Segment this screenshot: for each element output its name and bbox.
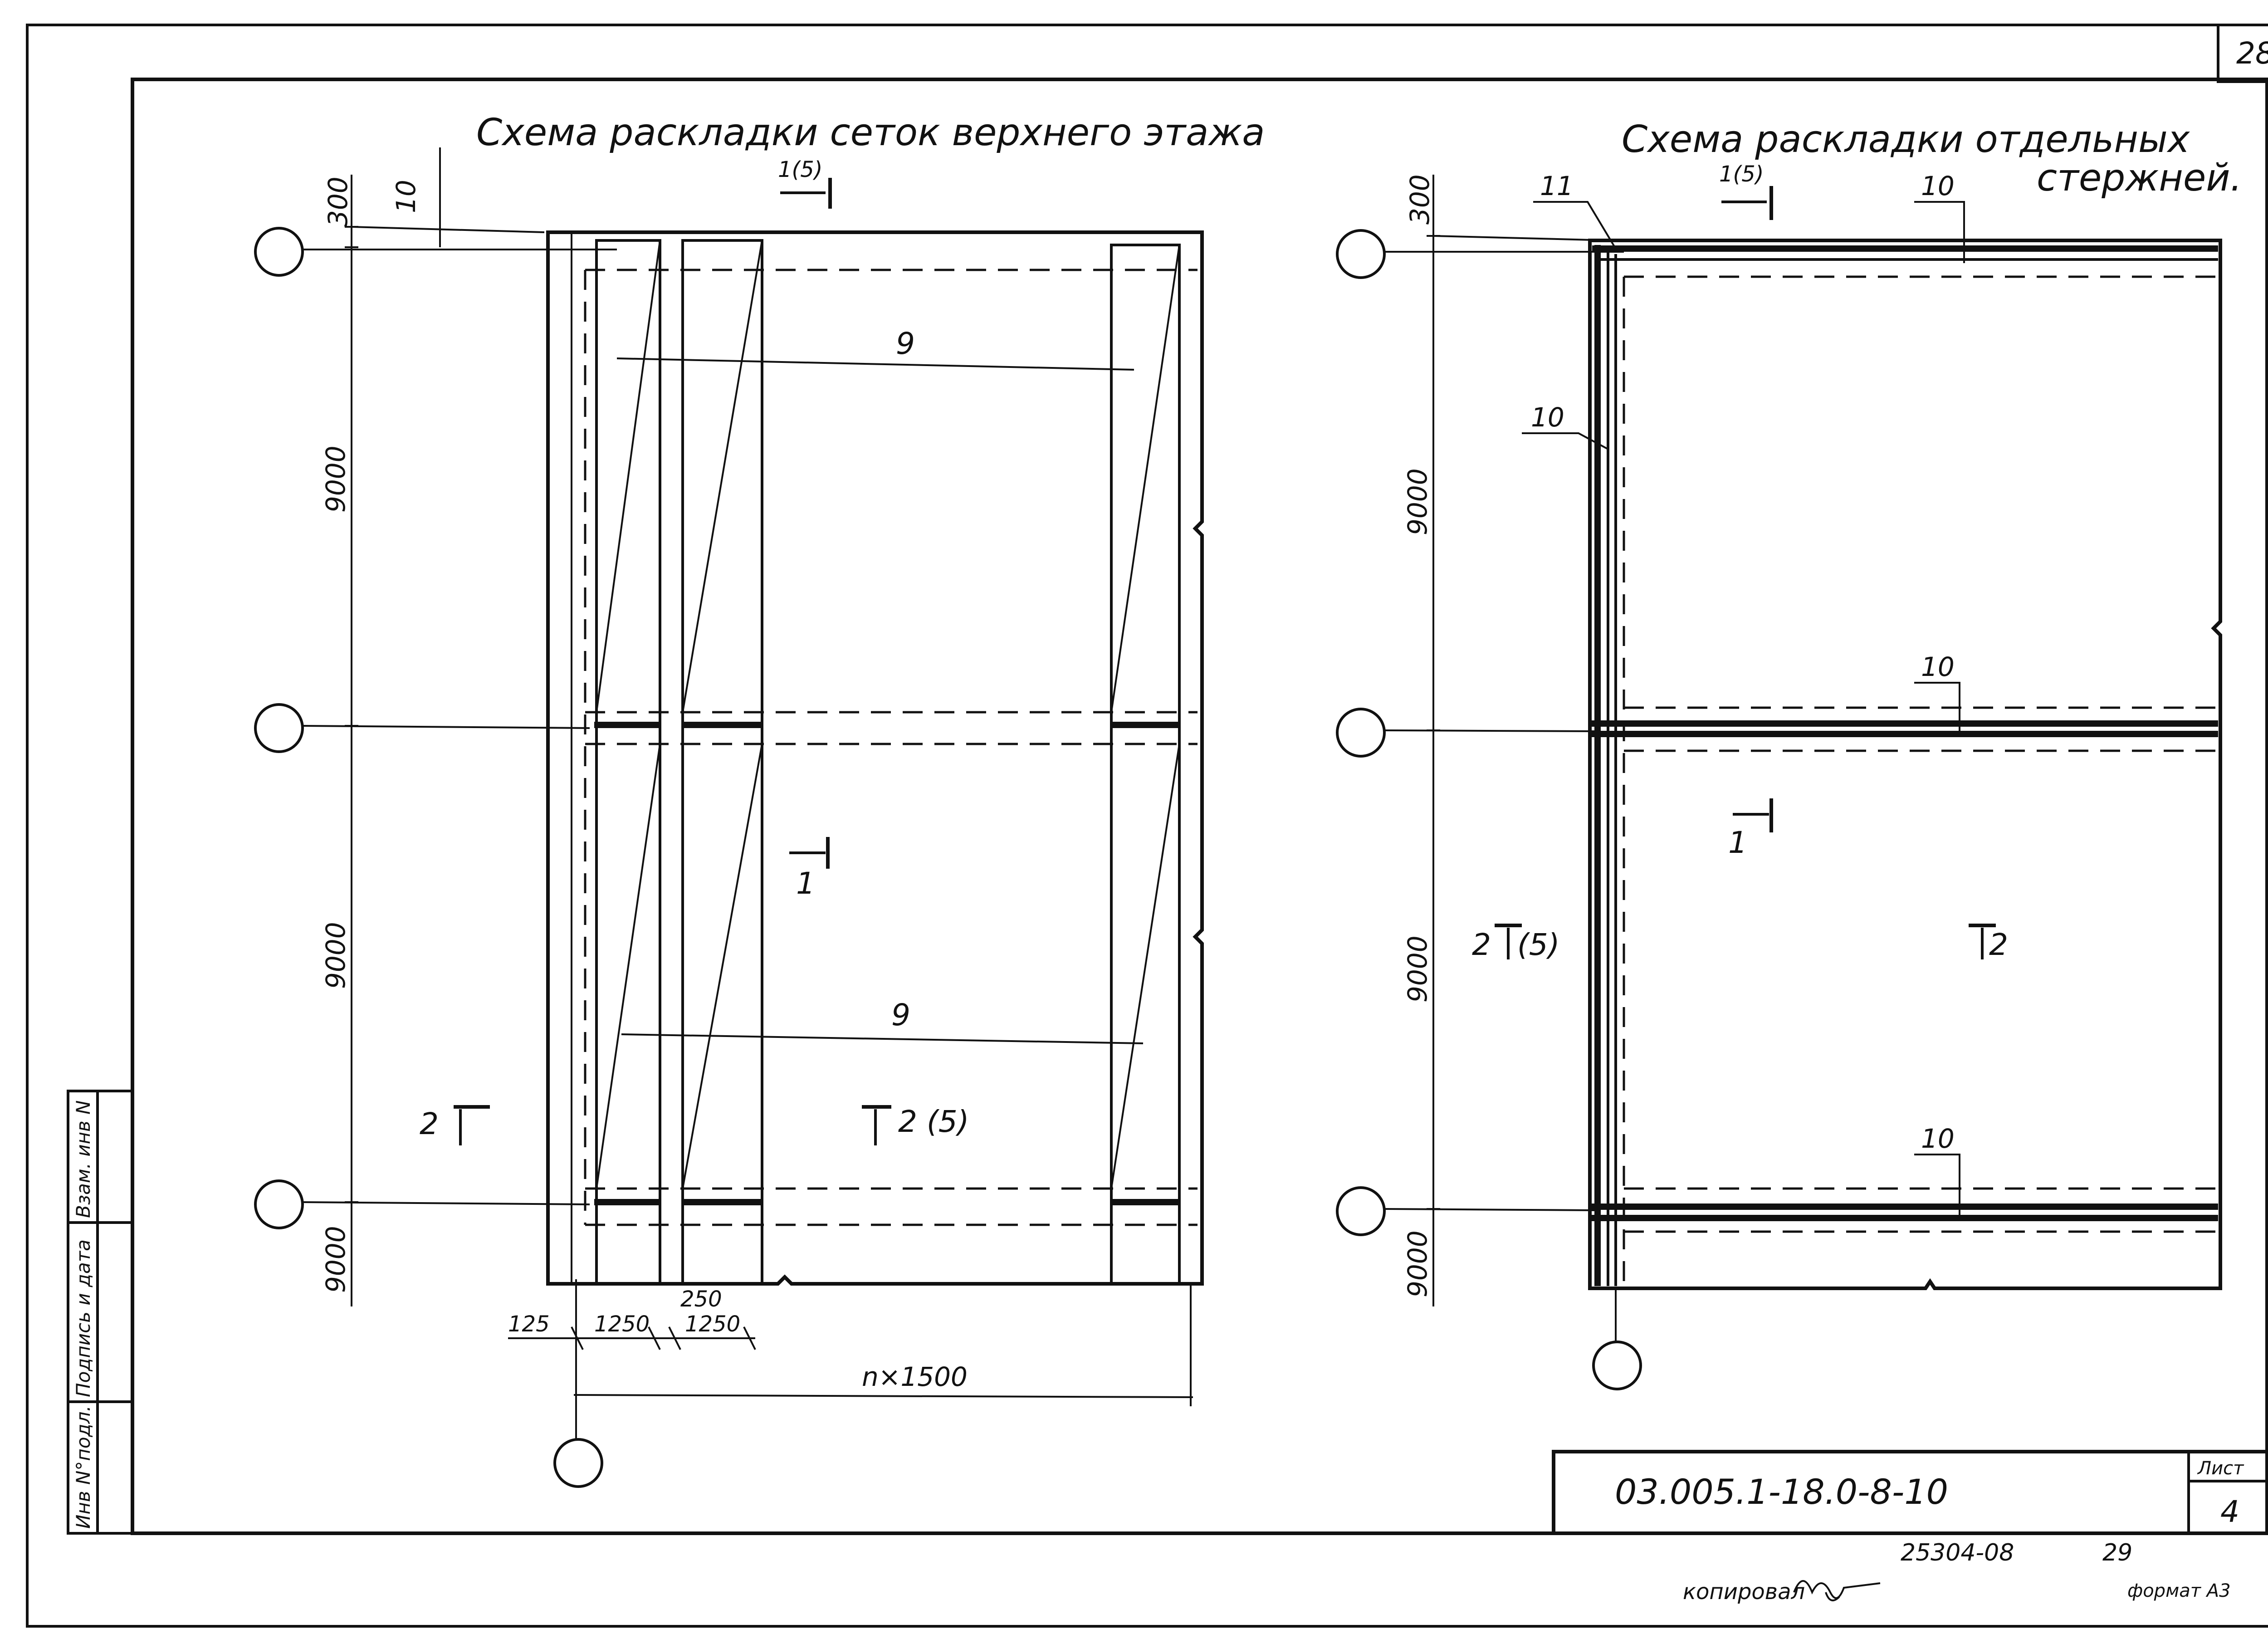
side-stamp-frame bbox=[67, 1090, 134, 1535]
left-scheme-title: Схема раскладки сеток верхнего этажа bbox=[476, 111, 1265, 154]
left-axis-circle-bottom bbox=[553, 1438, 603, 1488]
left-dim-125: 125 bbox=[508, 1311, 550, 1337]
left-section-mid-label: 1 bbox=[796, 866, 815, 901]
right-dim-9000-a: 9000 bbox=[1402, 468, 1433, 535]
left-axis-circle-1 bbox=[254, 227, 304, 277]
right-bar-leader-10-top bbox=[1914, 201, 1965, 263]
left-mesh-leader-b bbox=[621, 1033, 1144, 1044]
left-section-top-label: 1(5) bbox=[778, 157, 823, 182]
left-bottom-tick-1 bbox=[571, 1326, 584, 1350]
right-bar-label-10-top: 10 bbox=[1921, 171, 1955, 201]
right-axis-circle-1 bbox=[1336, 229, 1386, 279]
right-axis-line-3 bbox=[1384, 1208, 1597, 1211]
right-axis-line-2 bbox=[1384, 729, 1597, 732]
left-bottom-tick-3 bbox=[668, 1326, 681, 1350]
right-bar-leader-10-left bbox=[1522, 432, 1608, 450]
mesh-diagonal-3a bbox=[1110, 245, 1180, 713]
left-dim-9000-b: 9000 bbox=[320, 922, 351, 989]
side-stamp-sign-date: Подпись и дата bbox=[72, 1239, 94, 1397]
left-dim-1250-a: 1250 bbox=[594, 1311, 650, 1337]
side-stamp-inv-no: Инв N°подл. bbox=[72, 1405, 94, 1529]
left-dim-300: 300 bbox=[323, 176, 353, 227]
title-block-code: 03.005.1-18.0-8-10 bbox=[1615, 1472, 1948, 1512]
right-section-top-label: 1(5) bbox=[1719, 161, 1764, 187]
right-axis-circle-bottom bbox=[1592, 1340, 1642, 1390]
left-mesh-label-a: 9 bbox=[896, 326, 915, 361]
mesh-diagonal-2b bbox=[682, 744, 763, 1189]
right-section-mid-label: 1 bbox=[1728, 825, 1747, 860]
right-dim-9000-b: 9000 bbox=[1402, 935, 1433, 1003]
right-section-center-label: 2 bbox=[1989, 927, 2008, 962]
left-bottom-tick-4 bbox=[743, 1326, 756, 1350]
sheet-number-box bbox=[2217, 24, 2268, 83]
mesh-diagonal-1a bbox=[596, 240, 661, 713]
right-bar-leader-10-bottom bbox=[1914, 1154, 1960, 1220]
right-slab-outline bbox=[1588, 239, 2222, 1290]
sheet-number: 28 bbox=[2236, 36, 2268, 71]
right-bar-label-10-mid: 10 bbox=[1921, 651, 1955, 682]
title-block: 03.005.1-18.0-8-10 Лист 4 bbox=[1552, 1450, 2268, 1535]
mesh-diagonal-3b bbox=[1110, 744, 1180, 1189]
footer-format: формат А3 bbox=[2127, 1580, 2231, 1601]
right-bar-label-10-bottom: 10 bbox=[1921, 1123, 1955, 1154]
title-block-frame bbox=[1552, 1450, 2268, 1535]
right-bar-leader-10-mid bbox=[1914, 682, 1960, 737]
left-axis-circle-3 bbox=[254, 1179, 304, 1229]
left-axis-circle-2 bbox=[254, 703, 304, 753]
right-dim-9000-c: 9000 bbox=[1402, 1230, 1433, 1297]
left-section-center-label: 2 (5) bbox=[898, 1104, 969, 1139]
right-axis-circle-2 bbox=[1336, 708, 1386, 758]
mesh-diagonal-2a bbox=[682, 240, 763, 713]
mesh-diagonal-1b bbox=[596, 744, 661, 1189]
left-mesh-label-b: 9 bbox=[891, 998, 910, 1032]
right-bar-leader-11 bbox=[1533, 201, 1616, 248]
right-dim-top-horizontal bbox=[1433, 235, 1611, 241]
side-stamp: Инв N°подл. Подпись и дата Взам. инв N bbox=[67, 1090, 134, 1535]
title-block-list-number: 4 bbox=[2220, 1494, 2239, 1529]
right-axis-circle-3 bbox=[1336, 1186, 1386, 1236]
footer-copied-by: копировал bbox=[1683, 1579, 1805, 1605]
left-dim-10: 10 bbox=[391, 180, 421, 213]
mesh-strip-2 bbox=[681, 239, 763, 1285]
right-scheme: Схема раскладки отдельных стержней. 1(5)… bbox=[1336, 118, 2242, 1390]
side-stamp-replaced-inv: Взам. инв N bbox=[72, 1100, 94, 1218]
footer-page-number: 29 bbox=[2102, 1539, 2132, 1566]
right-section-left-sub: (5) bbox=[1517, 927, 1560, 962]
left-total-dim-line bbox=[573, 1394, 1193, 1398]
left-bottom-tick-2 bbox=[648, 1326, 661, 1350]
right-bar-label-10-left: 10 bbox=[1531, 402, 1564, 433]
right-scheme-title-line2: стержней. bbox=[2037, 157, 2242, 200]
title-block-list-label: Лист bbox=[2197, 1458, 2244, 1479]
left-dim-9000-a: 9000 bbox=[320, 445, 351, 513]
left-dim-250: 250 bbox=[680, 1287, 722, 1312]
left-axis-line-3 bbox=[302, 1201, 590, 1205]
footer-signature bbox=[1793, 1580, 1881, 1601]
right-bar-label-11: 11 bbox=[1540, 171, 1574, 201]
right-section-left-label: 2 bbox=[1472, 927, 1491, 962]
left-dim-top-horizontal bbox=[351, 226, 545, 233]
left-mesh-leader-a bbox=[616, 357, 1134, 371]
mesh-strip-1 bbox=[595, 239, 661, 1285]
outer-frame bbox=[26, 24, 2268, 1628]
right-scheme-title-line1: Схема раскладки отдельных bbox=[1622, 118, 2190, 161]
left-dim-1250-b: 1250 bbox=[685, 1311, 740, 1337]
right-dim-300: 300 bbox=[1404, 174, 1435, 225]
left-slab-outline bbox=[546, 230, 1204, 1286]
left-scheme: Схема раскладки сеток верхнего этажа 1(5… bbox=[254, 111, 1265, 1488]
left-section-left-label: 2 bbox=[420, 1106, 439, 1141]
left-axis-line-2 bbox=[302, 725, 590, 729]
left-dim-total: n×1500 bbox=[862, 1361, 968, 1392]
footer: 25304-08 29 копировал формат А3 bbox=[1683, 1539, 2231, 1605]
mesh-strip-3 bbox=[1110, 244, 1181, 1285]
left-dim-9000-c: 9000 bbox=[320, 1226, 351, 1293]
footer-order-number: 25304-08 bbox=[1901, 1539, 2014, 1566]
inner-frame bbox=[131, 78, 2268, 1535]
